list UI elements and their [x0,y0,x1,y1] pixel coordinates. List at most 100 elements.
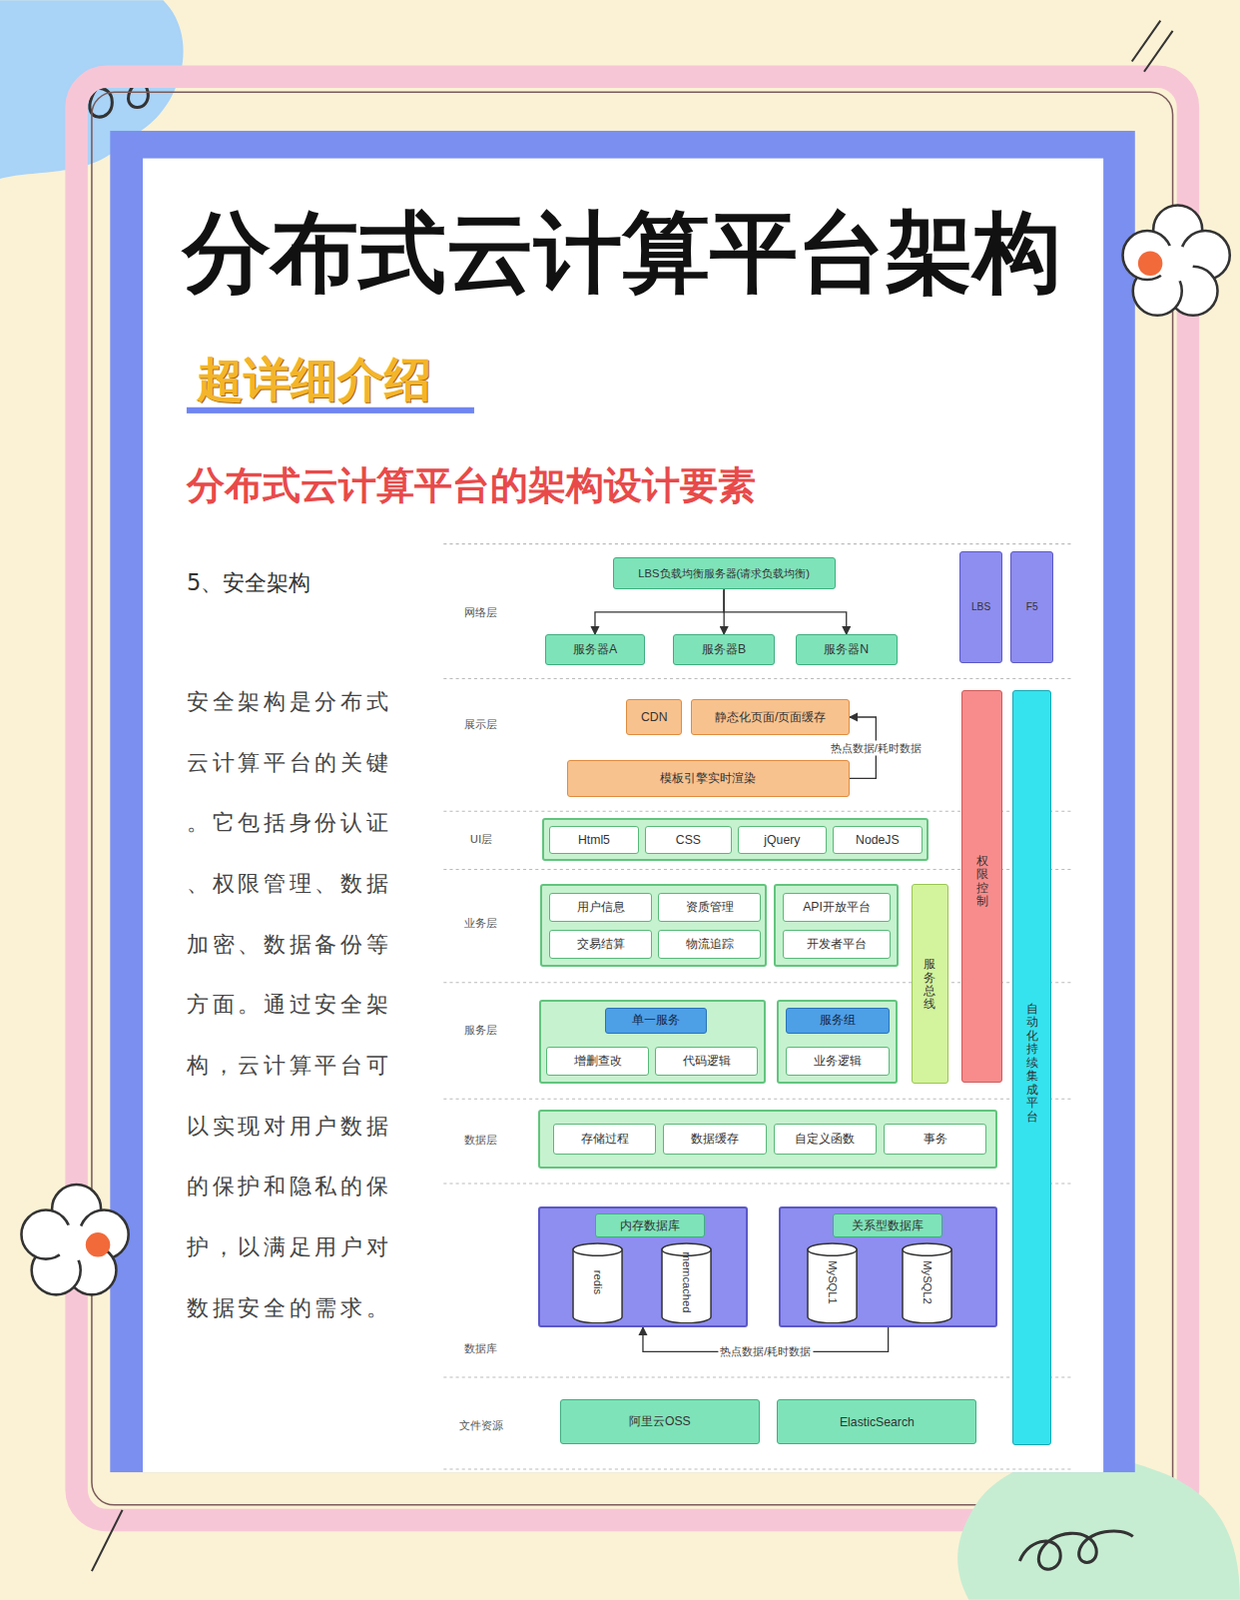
node-text: MySQL2 [921,1260,934,1305]
node-text: F5 [1026,601,1039,613]
frame-line [91,91,1174,1505]
flower [1123,205,1231,316]
group-box: 服务组业务逻辑 [776,999,898,1084]
module-box: CSS [644,825,732,855]
group-box: 存储过程 数据缓存 自定义函数 事务 [538,1109,998,1169]
green-blob [957,1455,1240,1599]
cylinder-top [902,1242,952,1255]
node-text: API开放平台 [802,898,871,916]
node-text: redis [592,1269,605,1294]
node-text: 服务器N [823,640,869,658]
heading-underline [186,407,475,414]
doodle-stroke [1144,30,1174,72]
flower [20,1184,128,1294]
layer-separator [443,544,1071,1469]
node-text: 物流追踪 [685,935,734,953]
cylinder-top [807,1242,857,1255]
blue-panel [109,130,1135,1472]
group-box: 单一服务增删查改 代码逻辑 [539,999,766,1084]
node-text: jQuery [763,832,800,847]
node-text: 静态化页面/页面缓存 [714,708,826,726]
node-text: memcached [680,1251,693,1313]
item-heading: 5、安全架构 [186,567,311,599]
cylinder-body [807,1247,857,1323]
layer-label: UI层 [470,831,494,847]
permission-bar: 权限控制 [961,689,1003,1082]
subtitle: 超详细介绍 [196,348,432,412]
node-text: 服务总线 [923,957,936,1012]
process-box: 关系型数据库 [832,1213,943,1239]
node-text: 开发者平台 [806,935,867,953]
module-box: 数据缓存 [662,1123,766,1155]
group-box: API开放平台开发者平台 [773,883,899,968]
node-text: ElasticSearch [839,1414,915,1429]
process-box: 阿里云OSS [560,1398,760,1444]
paragraph: 安全架构是分布式云计算平台的关键。它包括身份认证、权限管理、数据加密、数据备份等… [186,670,399,1337]
database-cylinder: MySQL1 [806,1241,858,1324]
process-box: 服务器A [545,633,644,665]
node-text: Html5 [578,832,611,847]
node-text: 服务器A [573,640,618,658]
module-box: 自定义函数 [773,1123,877,1155]
node-text: 内存数据库 [620,1217,680,1235]
process-box: ElasticSearch [776,1398,977,1444]
render-box: 模板引擎实时渲染 [567,759,850,797]
balancer-bar: F5 [1010,551,1054,663]
module-box: 交易结算 [549,929,652,959]
ci-platform-bar: 自动化持续集成平台 [1012,689,1052,1445]
node-text: NodeJS [855,832,900,847]
module-box: 开发者平台 [782,929,891,959]
cylinder-body [902,1247,952,1323]
node-text: 增删查改 [574,1052,622,1070]
doodle-stroke [91,1509,123,1571]
process-box: 内存数据库 [595,1213,705,1239]
node-text: 交易结算 [577,935,625,953]
node-text: 业务逻辑 [813,1052,862,1070]
connector-arrow [723,589,847,634]
service-header: 服务组 [785,1007,890,1035]
node-text: CDN [640,709,668,724]
group-box: Html5 CSS jQuery NodeJS [542,817,929,861]
database-group: 关系型数据库 MySQL1 MySQL2 [778,1206,998,1327]
page-title: 分布式云计算平台架构 [162,193,1081,313]
balancer-bar: LBS [959,551,1003,663]
process-box: 服务器B [672,633,775,665]
layer-label: 网络层 [464,605,498,620]
node-text: 数据缓存 [690,1130,739,1148]
node-text: 权限控制 [975,854,988,909]
render-box: CDN [625,698,682,736]
database-group: 内存数据库 redis memcached [538,1206,747,1327]
pink-frame [76,76,1189,1520]
cylinder-body [573,1247,622,1323]
layer-label: 文件资源 [459,1417,504,1433]
module-box: 事务 [883,1123,987,1155]
node-text: 用户信息 [577,898,625,916]
module-box: 资质管理 [657,892,761,922]
node-text: MySQL1 [826,1260,839,1305]
database-cylinder: redis [572,1241,623,1324]
node-text: 代码逻辑 [682,1052,731,1070]
node-text: 自定义函数 [794,1130,855,1148]
database-cylinder: memcached [660,1241,712,1324]
node-text: 服务器B [701,640,746,658]
layer-label: 业务层 [464,915,498,931]
process-box: LBS负载均衡服务器(请求负载均衡) [613,557,836,591]
node-text: CSS [675,832,701,847]
module-box: API开放平台 [782,892,891,922]
connector-arrow [595,589,724,634]
module-box: 存储过程 [553,1123,656,1155]
layer-label: 服务层 [464,1022,498,1038]
doodle-swirl [1019,1530,1133,1569]
cylinder-top [573,1242,622,1255]
node-text: 自动化持续集成平台 [1026,1002,1039,1124]
white-panel [142,158,1104,1473]
module-box: NodeJS [832,825,923,855]
module-box: jQuery [737,825,827,855]
service-header: 单一服务 [605,1007,707,1035]
node-text: 事务 [923,1130,948,1148]
node-text: 关系型数据库 [851,1217,924,1235]
layer-label: 数据库 [464,1340,498,1356]
module-box: 增删查改 [546,1046,649,1076]
module-box: 物流追踪 [657,929,761,959]
